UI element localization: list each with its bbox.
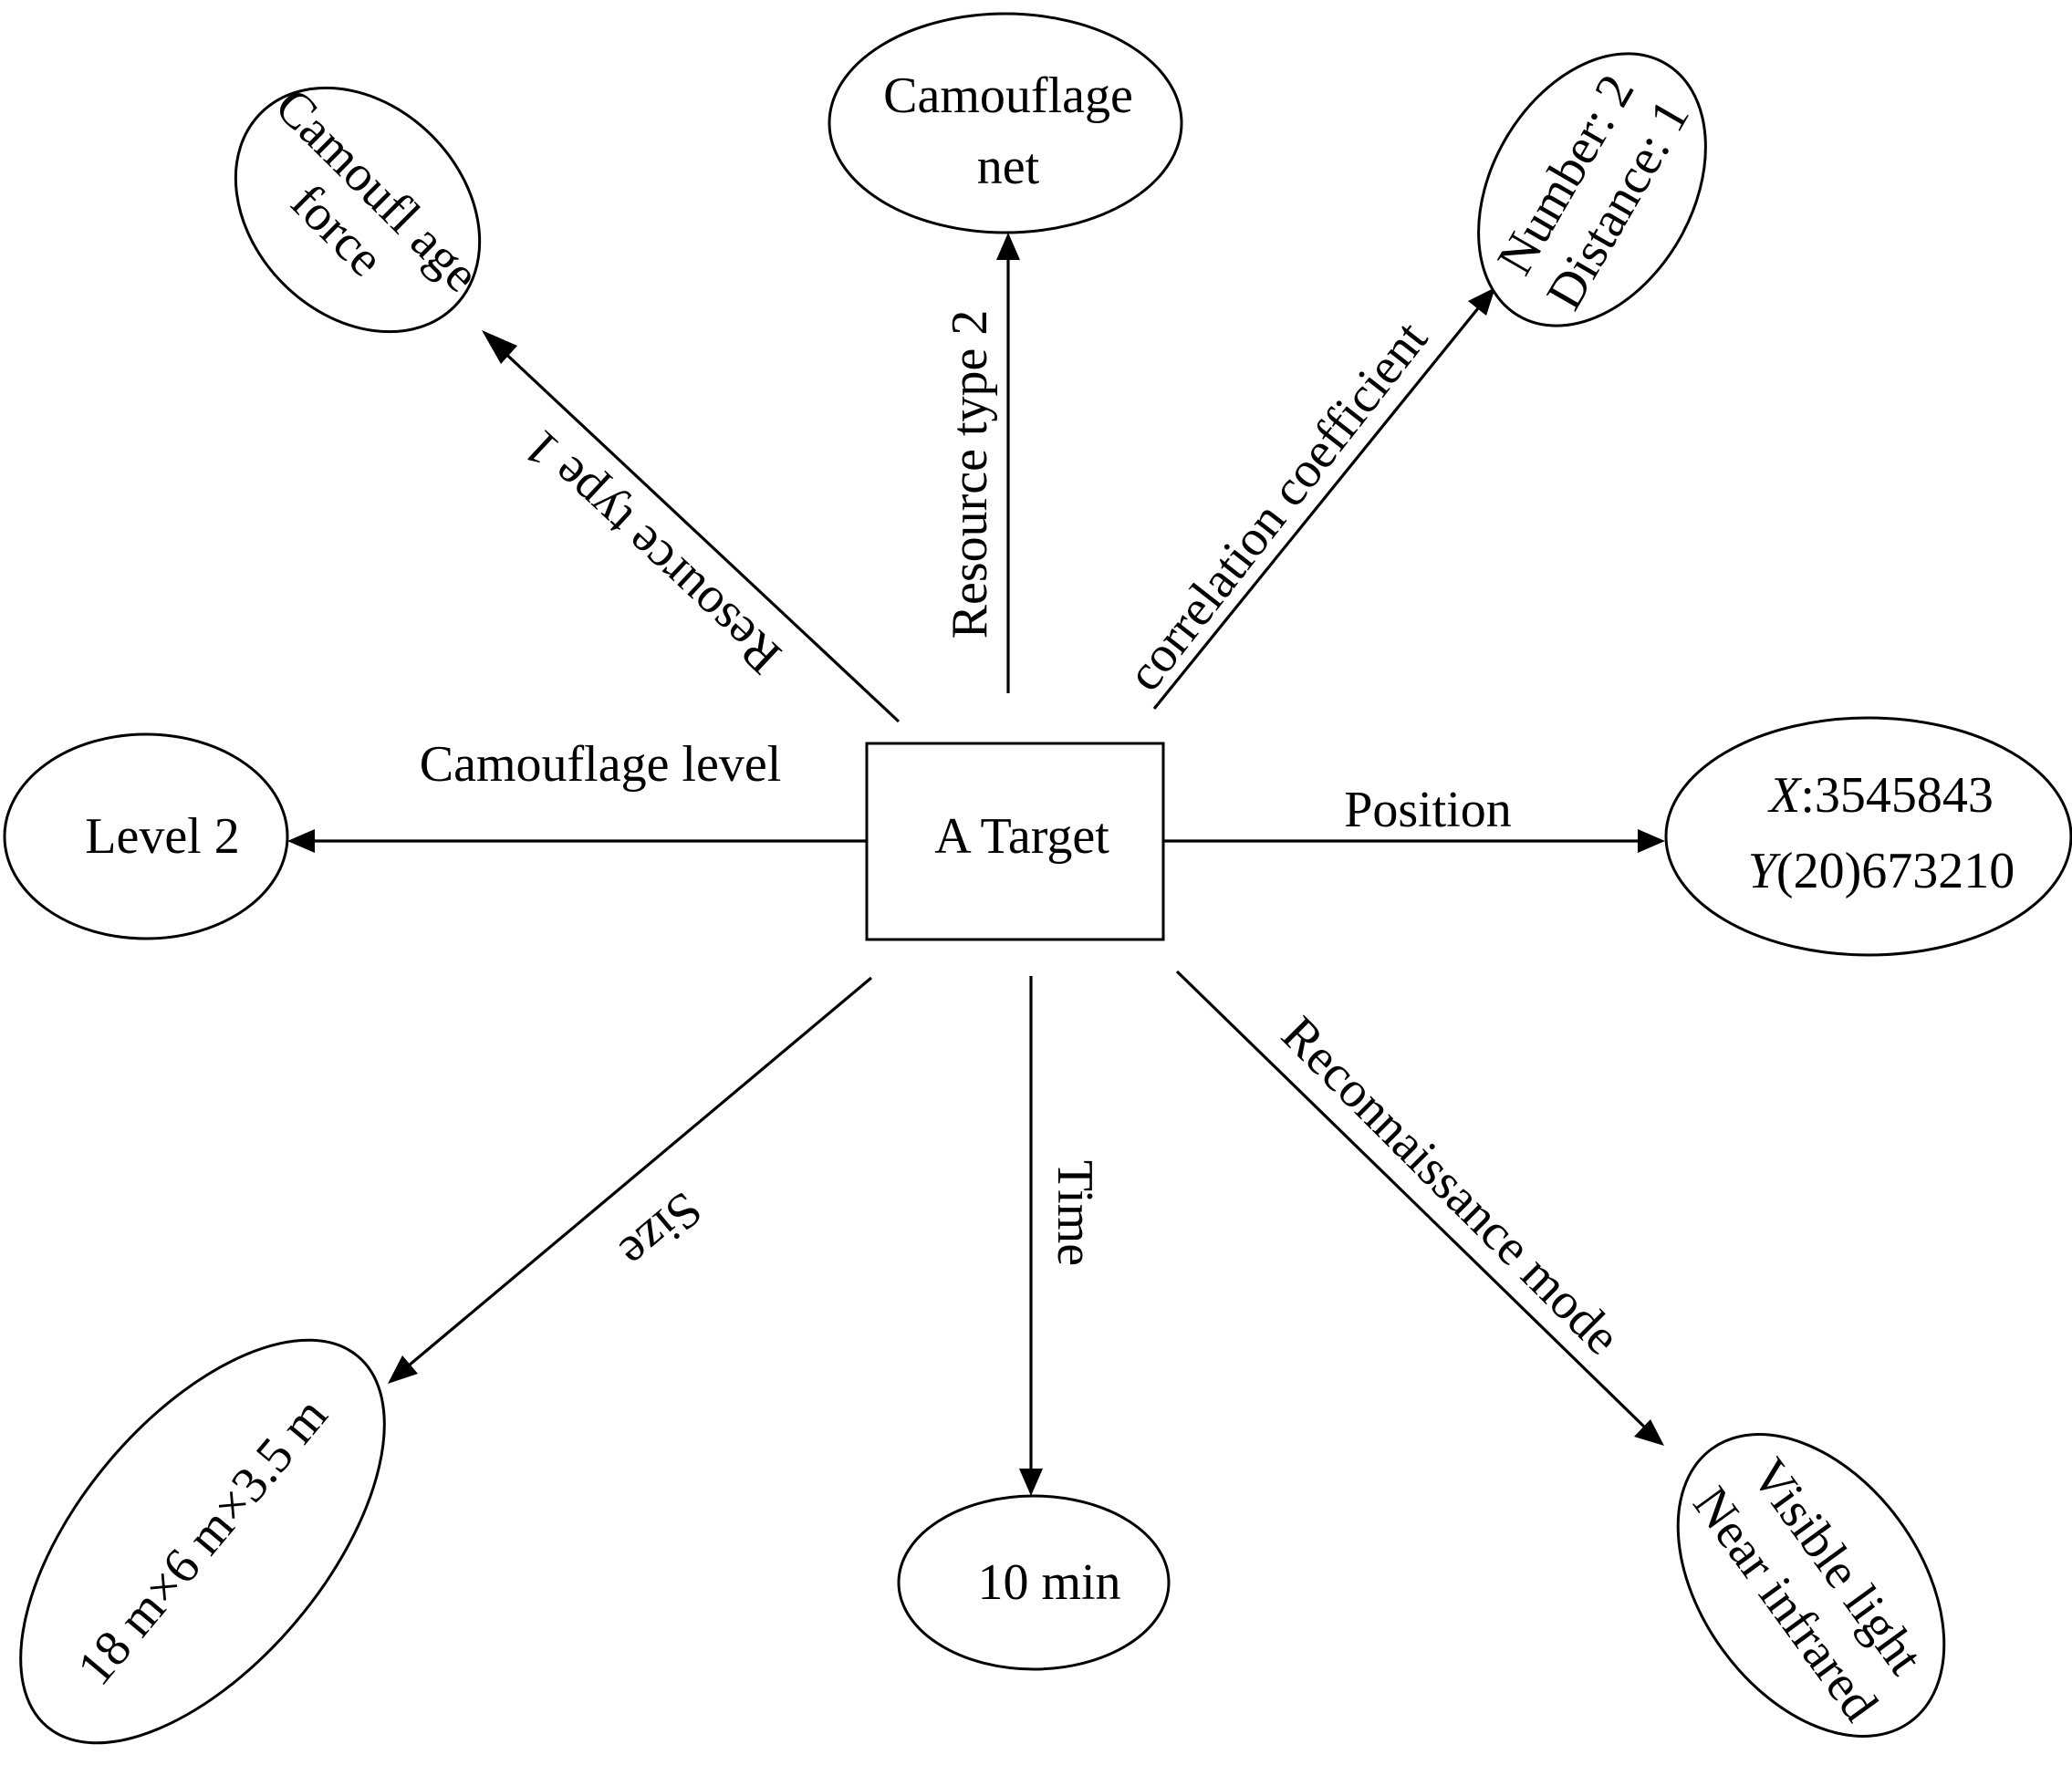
label-camouflage-level: Camouflage level xyxy=(420,736,782,793)
time-ellipse xyxy=(897,1494,1171,1671)
level-label: Level 2 xyxy=(85,808,239,865)
level-ellipse xyxy=(3,732,289,940)
arrowhead-resource-type-2 xyxy=(996,233,1020,260)
time-label: 10 min xyxy=(977,1554,1120,1611)
target-label: A Target xyxy=(934,808,1109,865)
arrowhead-correlation xyxy=(1468,287,1495,316)
position-y-line: Y(20)673210 xyxy=(1748,843,2015,899)
camouflage-net-ellipse xyxy=(828,12,1183,234)
target-box xyxy=(865,742,1165,941)
position-y-value: (20)673210 xyxy=(1776,843,2015,899)
arrowhead-time xyxy=(1019,1469,1043,1496)
number-distance-ellipse xyxy=(1477,52,1707,327)
edges xyxy=(287,233,1665,1496)
edge-size xyxy=(407,976,873,1367)
camouflage-force-ellipse xyxy=(234,86,482,334)
position-x-prefix: X xyxy=(1767,767,1803,824)
node-position: X:3545843 Y(20)673210 xyxy=(1664,716,2072,957)
arrowhead-camouflage-level xyxy=(287,829,315,853)
arrowhead-resource-type-1 xyxy=(482,330,517,364)
edge-recon-mode xyxy=(1175,970,1647,1429)
node-recon: Visible light Near infrared xyxy=(1676,1433,1946,1738)
label-time: Time xyxy=(1046,1160,1103,1266)
position-x-line: X:3545843 xyxy=(1767,767,1994,824)
node-number-distance: Number: 2 Distance: 1 xyxy=(1477,52,1707,327)
size-ellipse xyxy=(19,1338,386,1745)
label-position: Position xyxy=(1344,782,1512,838)
node-time: 10 min xyxy=(897,1494,1171,1671)
label-resource-type-1: Resource type 1 xyxy=(513,419,792,684)
label-correlation: correlation coefficient xyxy=(1116,311,1439,702)
label-recon-mode: Reconnaissance mode xyxy=(1271,1006,1631,1366)
position-y-prefix: Y xyxy=(1748,843,1782,899)
node-level: Level 2 xyxy=(3,732,289,940)
label-resource-type-2: Resource type 2 xyxy=(942,310,998,639)
arrowhead-position xyxy=(1638,829,1665,853)
arrowhead-size xyxy=(388,1355,418,1384)
node-size: 18 m×6 m×3.5 m xyxy=(19,1338,386,1745)
camouflage-net-line2: net xyxy=(977,139,1040,195)
position-ellipse xyxy=(1664,716,2072,957)
arrowhead-recon-mode xyxy=(1634,1419,1664,1446)
center-node: A Target xyxy=(865,742,1165,941)
position-x-value: :3545843 xyxy=(1800,767,1994,824)
edge-correlation xyxy=(1152,306,1480,711)
node-camouflage-force: Camoufl age force xyxy=(234,78,490,334)
camouflage-net-line1: Camouflage xyxy=(883,67,1133,124)
recon-ellipse xyxy=(1676,1433,1946,1738)
node-camouflage-net: Camouflage net xyxy=(828,12,1183,234)
label-size: Size xyxy=(609,1180,713,1280)
edge-resource-type-1 xyxy=(496,345,901,723)
